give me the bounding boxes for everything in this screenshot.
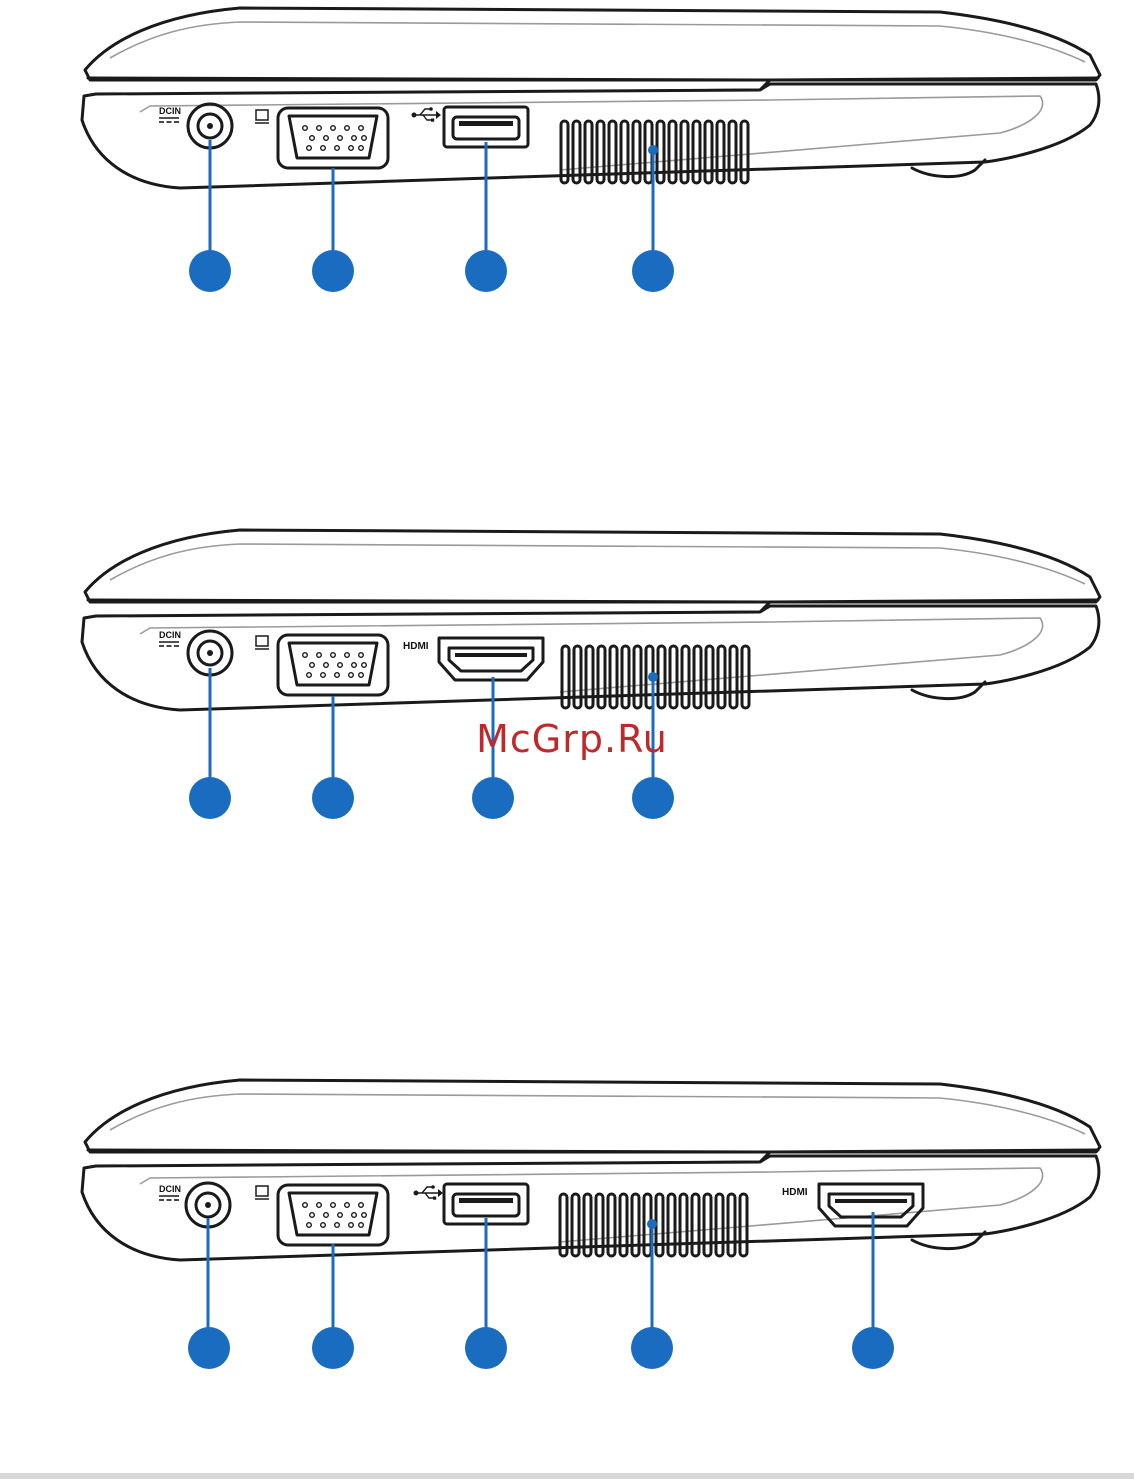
callout-marker xyxy=(465,1327,507,1369)
callout-marker xyxy=(632,250,674,292)
callout-marker xyxy=(632,777,674,819)
watermark-text: McGrp.Ru xyxy=(476,717,668,761)
dcin-label: DCIN xyxy=(159,106,181,116)
laptop-view-a: DCIN xyxy=(82,8,1100,292)
hdmi-label: HDMI xyxy=(403,641,429,652)
callout-marker xyxy=(189,777,231,819)
callout-anchor xyxy=(648,672,658,682)
callout-marker xyxy=(312,777,354,819)
callout-marker xyxy=(465,250,507,292)
laptop-view-b: DCIN HDMI xyxy=(82,530,1100,819)
callout-marker xyxy=(189,250,231,292)
dcin-label: DCIN xyxy=(159,630,181,640)
dcin-label: DCIN xyxy=(159,1184,181,1194)
callout-marker xyxy=(631,1327,673,1369)
callout-marker xyxy=(472,777,514,819)
laptop-shell xyxy=(82,530,1100,710)
laptop-view-c: DCIN HDMI xyxy=(82,1080,1100,1369)
hdmi-label: HDMI xyxy=(782,1187,808,1198)
callout-marker xyxy=(312,250,354,292)
callout-marker xyxy=(188,1327,230,1369)
callout-marker xyxy=(852,1327,894,1369)
callout-anchor xyxy=(648,145,658,155)
page-footer-bar xyxy=(0,1473,1134,1479)
callout-marker xyxy=(312,1327,354,1369)
callout-anchor xyxy=(647,1219,657,1229)
